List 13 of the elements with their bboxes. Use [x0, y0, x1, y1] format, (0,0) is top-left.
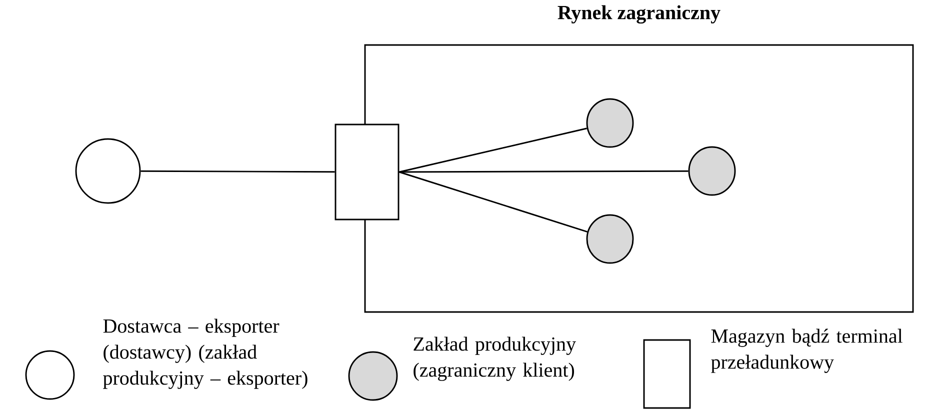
- line: [399, 171, 588, 232]
- circle: [586, 214, 634, 264]
- line: [140, 170, 335, 173]
- legend-text: Zakład produkcyjny (zagraniczny klient): [414, 336, 576, 381]
- legend-text: Dostawca – eksporter (dostawcy) (zakład produkcyjny – eksporter): [103, 318, 308, 389]
- legend-text: Magazyn bądź terminal przeładunkowy: [711, 328, 902, 373]
- box: [334, 124, 400, 220]
- circle: [586, 98, 634, 148]
- line: [399, 128, 587, 173]
- line: [399, 170, 688, 173]
- heading: Rynek zagraniczny: [558, 5, 720, 24]
- circle: [688, 146, 736, 196]
- circle: [75, 138, 141, 204]
